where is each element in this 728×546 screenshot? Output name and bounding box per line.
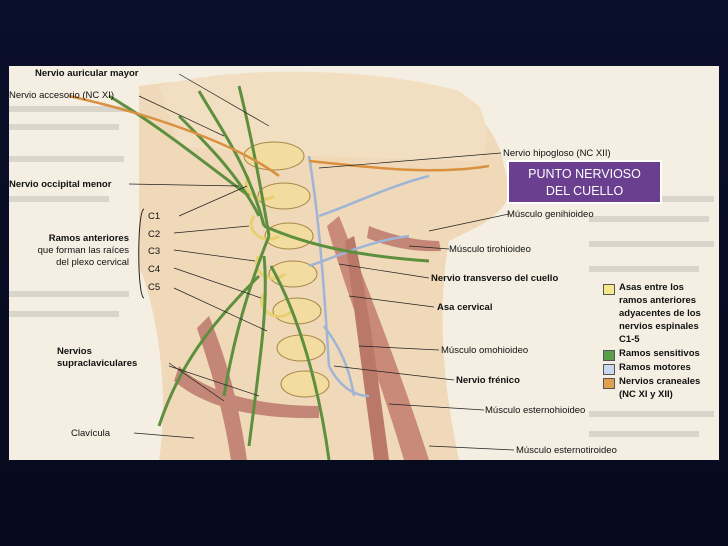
- punto-nervioso-callout: PUNTO NERVIOSO DEL CUELLO: [507, 160, 662, 204]
- label-omohioideo: Músculo omohioideo: [441, 345, 529, 356]
- neck-illustration: [9, 71, 714, 460]
- legend-orange-line-1: Nervios craneales: [619, 376, 701, 387]
- legend-yellow-line-3: adyacentes de los: [619, 308, 701, 319]
- label-ramos-anteriores-3: del plexo cervical: [56, 257, 129, 268]
- legend-yellow-line-1: Asas entre los: [619, 282, 684, 293]
- label-ramos-anteriores-1: Ramos anteriores: [48, 233, 129, 244]
- label-c1: C1: [148, 211, 161, 222]
- callout-line-1: PUNTO NERVIOSO: [528, 167, 641, 181]
- label-transverso: Nervio transverso del cuello: [431, 273, 559, 284]
- label-c5: C5: [148, 282, 161, 293]
- label-tirohioideo: Músculo tirohioideo: [449, 244, 531, 255]
- label-accesorio: Nervio accesorio (NC XI): [9, 90, 115, 101]
- legend-swatch-yellow: [603, 284, 615, 295]
- legend-blue-label: Ramos motores: [619, 362, 691, 373]
- legend-green-label: Ramos sensitivos: [619, 348, 700, 359]
- label-clavicula: Clavícula: [71, 428, 111, 439]
- legend-swatch-blue: [603, 364, 615, 375]
- label-c3: C3: [148, 246, 161, 257]
- label-c4: C4: [148, 264, 161, 275]
- label-genihioideo: Músculo genihioideo: [507, 209, 594, 220]
- label-c2: C2: [148, 229, 161, 240]
- legend-orange-line-2: (NC XI y XII): [619, 389, 673, 400]
- label-esternohioideo: Músculo esternohioideo: [485, 405, 586, 416]
- label-hipogloso: Nervio hipogloso (NC XII): [503, 148, 611, 159]
- label-frenico: Nervio frénico: [456, 375, 520, 386]
- callout-line-2: DEL CUELLO: [545, 184, 624, 198]
- label-occipital-menor: Nervio occipital menor: [9, 179, 112, 190]
- label-supraclaviculares-1: Nervios: [57, 346, 92, 357]
- label-esternotiroideo: Músculo esternotiroideo: [516, 445, 617, 456]
- label-supraclaviculares-2: supraclaviculares: [57, 358, 138, 369]
- legend-swatch-orange: [603, 378, 615, 389]
- label-ramos-anteriores-2: que forman las raíces: [37, 245, 129, 256]
- legend-swatch-green: [603, 350, 615, 361]
- legend-yellow-line-4: nervios espinales: [619, 321, 699, 332]
- legend-yellow-line-5: C1-5: [619, 334, 640, 345]
- anatomy-figure: Nervio auricular mayor Nervio accesorio …: [9, 66, 719, 460]
- label-asa-cervical: Asa cervical: [437, 302, 493, 313]
- label-auricular-mayor: Nervio auricular mayor: [35, 68, 139, 79]
- legend-yellow-line-2: ramos anteriores: [619, 295, 697, 306]
